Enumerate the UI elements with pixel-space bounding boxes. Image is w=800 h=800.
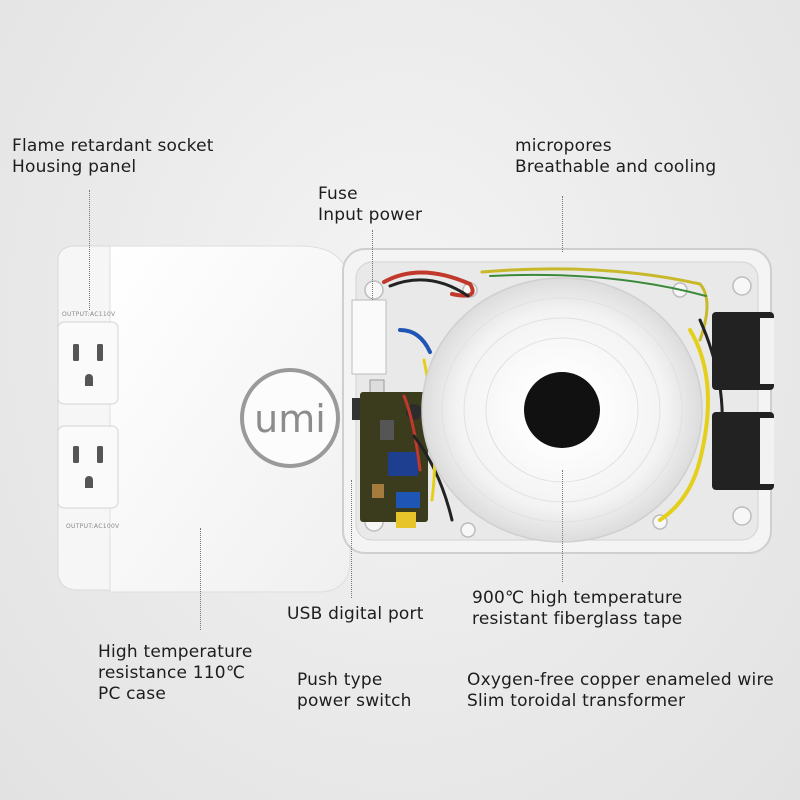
logo-text: umi xyxy=(254,397,326,441)
us-outlet-icon xyxy=(57,425,119,509)
label-micropores: micropores Breathable and cooling xyxy=(515,136,716,178)
label-line: Slim toroidal transformer xyxy=(467,691,686,711)
label-line: Flame retardant socket xyxy=(12,136,214,156)
label-line: High temperature xyxy=(98,642,253,662)
label-line: resistance 110℃ xyxy=(98,663,246,683)
label-fiberglass: 900℃ high temperature resistant fibergla… xyxy=(472,588,682,630)
label-line: USB digital port xyxy=(287,604,424,624)
leader-micropores xyxy=(562,196,563,252)
label-flame-retardant: Flame retardant socket Housing panel xyxy=(12,136,214,178)
label-pc-case: High temperature resistance 110℃ PC case xyxy=(98,642,253,705)
label-switch: Push type power switch xyxy=(297,670,412,712)
label-copper: Oxygen-free copper enameled wire Slim to… xyxy=(467,670,774,712)
leader-fuse xyxy=(372,230,373,300)
label-line: Fuse xyxy=(318,184,358,204)
label-line: Housing panel xyxy=(12,157,137,177)
label-line: Input power xyxy=(318,205,423,225)
label-line: 900℃ high temperature xyxy=(472,588,683,608)
closed-unit: OUTPUT:AC110V OUTPUT:AC100V umi xyxy=(57,245,351,593)
circuit-board-icon xyxy=(360,392,428,528)
label-line: micropores xyxy=(515,136,612,156)
leader-fiberglass xyxy=(562,470,563,582)
socket-top-label: OUTPUT:AC110V xyxy=(62,311,116,318)
label-line: Push type xyxy=(297,670,383,690)
label-usb: USB digital port xyxy=(287,604,424,625)
toroidal-transformer-icon xyxy=(421,277,703,543)
label-fuse: Fuse Input power xyxy=(318,184,422,226)
leader-pc-case xyxy=(200,528,201,630)
label-line: resistant fiberglass tape xyxy=(472,609,683,629)
label-line: PC case xyxy=(98,684,167,704)
label-line: Oxygen-free copper enameled wire xyxy=(467,670,774,690)
socket-bottom-label: OUTPUT:AC100V xyxy=(66,523,120,530)
label-line: Breathable and cooling xyxy=(515,157,717,177)
leader-usb xyxy=(351,480,352,598)
us-outlet-icon xyxy=(57,321,119,405)
umi-logo-icon: umi xyxy=(240,368,340,468)
label-line: power switch xyxy=(297,691,412,711)
open-unit xyxy=(342,248,774,554)
leader-flame xyxy=(89,190,90,310)
